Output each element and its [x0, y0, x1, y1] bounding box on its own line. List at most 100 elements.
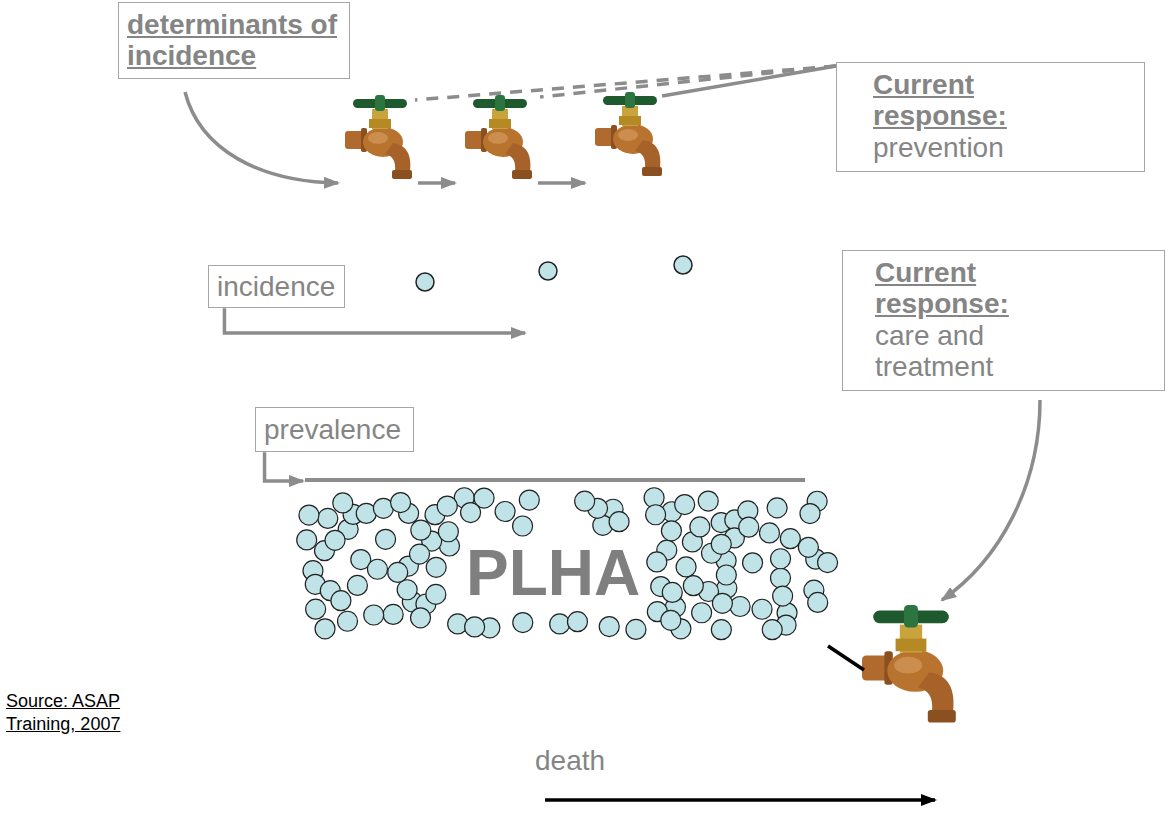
person-dot	[767, 498, 787, 518]
faucet-icon	[465, 95, 532, 179]
leader-arrow	[942, 400, 1040, 600]
person-dot	[662, 582, 682, 602]
person-dot	[397, 580, 417, 600]
person-dot	[762, 620, 782, 640]
drop	[674, 256, 692, 274]
person-dot	[818, 553, 838, 573]
person-dot	[730, 596, 750, 616]
person-dot	[465, 617, 485, 637]
faucet-icon	[862, 605, 956, 723]
person-dot	[426, 584, 446, 604]
group-label: PLHA	[466, 541, 640, 605]
source-note: Source: ASAP Training, 2007	[6, 690, 146, 735]
flow-arrow	[265, 452, 303, 481]
person-dot	[495, 502, 515, 522]
person-dot	[759, 523, 779, 543]
text-box: determinants of incidence	[118, 2, 350, 79]
text-box: prevalence	[255, 407, 414, 452]
drop	[539, 262, 557, 280]
person-dot	[712, 593, 732, 613]
person-dot	[411, 608, 431, 628]
person-dot	[438, 522, 458, 542]
person-dot	[388, 562, 408, 582]
person-dot	[773, 586, 793, 606]
person-dot	[716, 565, 736, 585]
sequence-arrow	[538, 181, 585, 185]
person-dot	[743, 553, 763, 573]
person-dot	[333, 493, 353, 513]
person-dot	[325, 530, 345, 550]
person-dot	[800, 504, 820, 524]
person-dot	[683, 576, 703, 596]
body-text: incidence	[217, 271, 336, 302]
person-dot	[315, 619, 335, 639]
person-dot	[437, 496, 457, 516]
body-text: care and treatment	[875, 320, 1060, 383]
heading-text: determinants of incidence	[127, 9, 341, 72]
person-dot	[676, 557, 696, 577]
flow-label: death	[535, 745, 605, 776]
person-dot	[599, 617, 619, 637]
person-dot	[646, 505, 666, 525]
person-dot	[567, 612, 587, 632]
person-dot	[383, 604, 403, 624]
person-dot	[626, 619, 646, 639]
person-dot	[519, 490, 539, 510]
person-dot	[661, 521, 681, 541]
person-dot	[318, 508, 338, 528]
source-note: Source: ASAP Training, 2007	[6, 690, 146, 735]
leader-arrow	[185, 92, 338, 183]
person-dot	[609, 512, 629, 532]
person-dot	[299, 505, 319, 525]
response-box: Current response:prevention	[836, 62, 1145, 172]
person-dot	[297, 530, 317, 550]
person-dot	[771, 568, 791, 588]
body-text: prevalence	[264, 414, 405, 445]
person-dot	[461, 503, 481, 523]
leader-line	[415, 66, 836, 100]
person-dot	[338, 611, 358, 631]
heading-text: Current response:	[875, 257, 1060, 320]
person-dot	[690, 517, 710, 537]
sequence-arrow	[418, 181, 455, 185]
person-dot	[711, 620, 731, 640]
person-dot	[426, 557, 446, 577]
level-line	[305, 478, 805, 482]
person-dot	[739, 517, 759, 537]
flow-arrow	[224, 308, 525, 333]
people-dots	[297, 488, 838, 640]
person-dot	[411, 520, 431, 540]
person-dot	[752, 599, 772, 619]
person-dot	[364, 605, 384, 625]
person-dot	[798, 537, 818, 557]
faucet-icon	[345, 95, 412, 179]
body-text: prevention	[873, 132, 1058, 163]
person-dot	[513, 613, 533, 633]
heading-text: Current response:	[873, 69, 1058, 132]
drop	[416, 273, 434, 291]
person-dot	[647, 552, 667, 572]
person-dot	[661, 610, 681, 630]
person-dot	[391, 493, 411, 513]
person-dot	[550, 614, 570, 634]
person-dot	[692, 603, 712, 623]
person-dot	[376, 529, 396, 549]
person-dot	[675, 495, 695, 515]
text-box: incidence	[208, 265, 345, 308]
faucet-icon	[595, 92, 662, 176]
response-box: Current response:care and treatment	[842, 250, 1165, 391]
person-dot	[367, 559, 387, 579]
person-dot	[771, 549, 791, 569]
person-dot	[698, 491, 718, 511]
person-dot	[306, 599, 326, 619]
person-dot	[575, 491, 595, 511]
outflow-line	[828, 646, 864, 670]
person-dot	[711, 534, 731, 554]
person-dot	[331, 591, 351, 611]
flow-label: death	[535, 745, 605, 776]
death-arrow	[545, 798, 935, 802]
person-dot	[808, 592, 828, 612]
person-dot	[410, 544, 430, 564]
person-dot	[347, 575, 367, 595]
